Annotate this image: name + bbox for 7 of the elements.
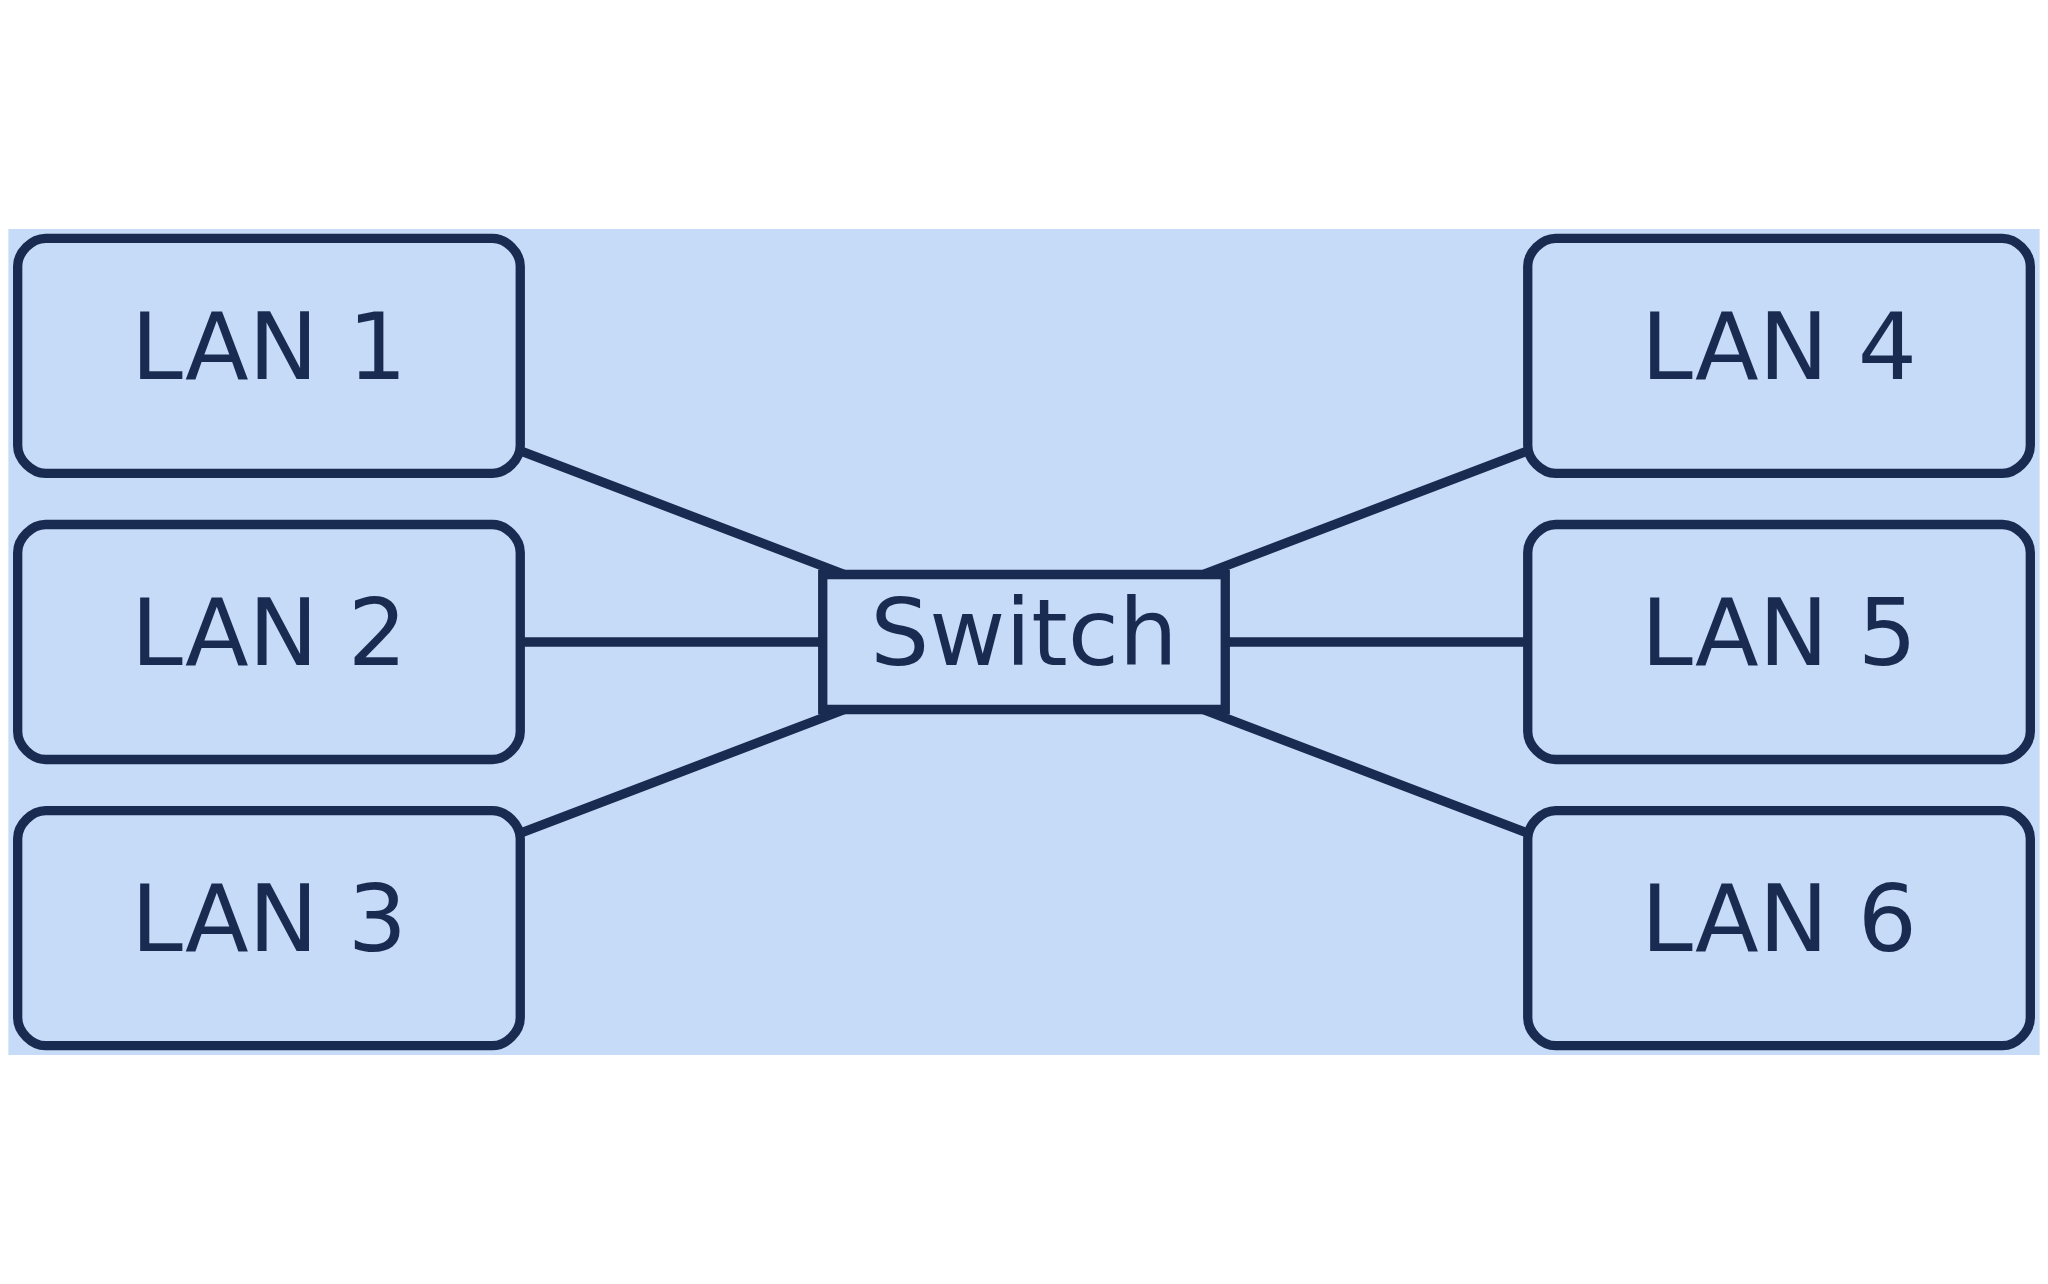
node-box: LAN 2 <box>13 519 525 765</box>
node-box: LAN 1 <box>13 233 525 478</box>
node-box: Switch <box>818 569 1230 715</box>
node-box: LAN 6 <box>1523 806 2035 1051</box>
node-box: LAN 5 <box>1523 519 2035 765</box>
node-box: LAN 4 <box>1523 233 2035 478</box>
node-box: LAN 3 <box>13 806 525 1051</box>
